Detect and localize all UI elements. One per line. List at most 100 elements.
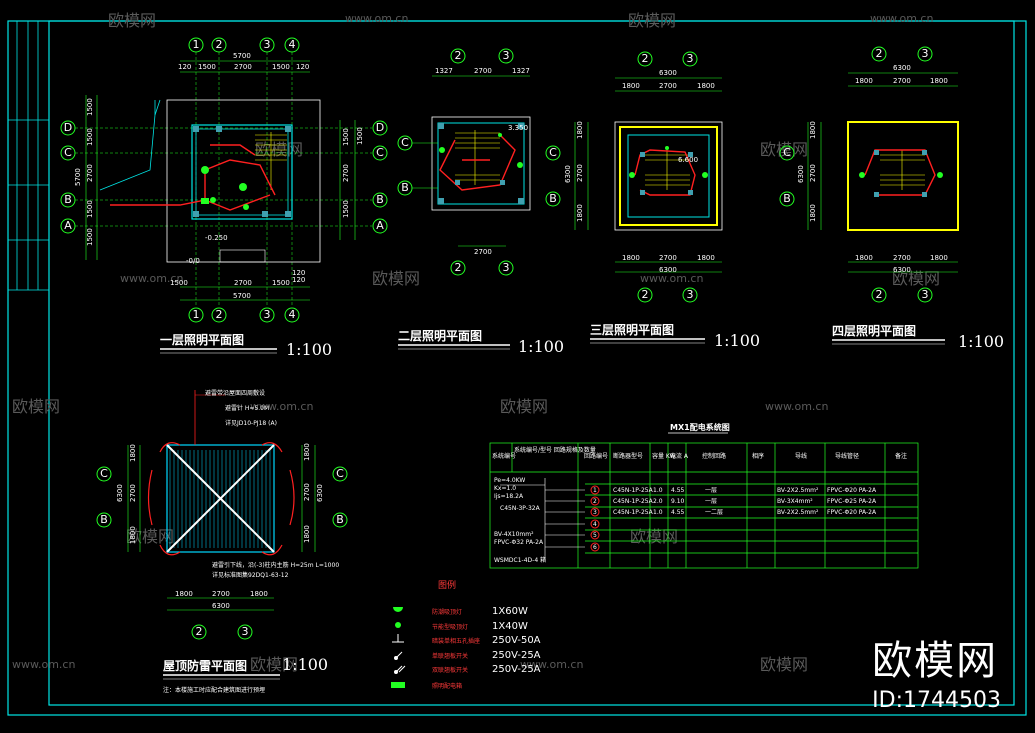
- watermark-url: www.om.cn: [520, 658, 583, 671]
- dim: 1500: [170, 279, 188, 287]
- plan-2-axes-top: 2 3: [450, 48, 514, 64]
- system-label: Ijs=18.2A: [494, 493, 524, 500]
- dim-total: 6300: [659, 69, 677, 77]
- plan-caption: 三层照明平面图: [590, 322, 674, 337]
- dim: 1800: [930, 77, 948, 85]
- row-no: 6: [593, 544, 597, 551]
- watermark-brand: 欧模网: [372, 269, 420, 288]
- dim: 2700: [86, 164, 94, 182]
- plan-caption: 二层照明平面图: [398, 328, 482, 343]
- row-no: 5: [593, 532, 597, 539]
- watermark-brand: 欧模网: [126, 527, 174, 546]
- corner-brand: 欧模网 ID:1744503: [872, 628, 1001, 713]
- ceiling-lamp-icon: [393, 607, 403, 612]
- inner-frame: [48, 20, 1015, 706]
- legend-item: 防潮吸顶灯 1X60W: [393, 606, 528, 617]
- system-label: BV-4X10mm²: [494, 531, 534, 538]
- watermark-brand: 欧模网: [628, 11, 676, 30]
- distribution-box-icon: [391, 682, 405, 688]
- dim-total: 6300: [212, 602, 230, 610]
- dim: 120: [296, 63, 309, 71]
- dim-total: 5700: [74, 168, 82, 186]
- svg-text:250V-50A: 250V-50A: [492, 635, 541, 646]
- axis-label: C: [783, 146, 791, 159]
- plan-3-axes-top: 2 3: [637, 51, 698, 67]
- system-title: MX1配电系统图: [670, 422, 730, 432]
- plan-note: -0/0: [186, 257, 200, 265]
- plan-scale: 1:100: [286, 340, 332, 359]
- plan-4-axes-bottom: 2 3: [871, 287, 933, 303]
- legend-item: 双联翘板开关 250V-25A: [394, 664, 541, 675]
- system-label: C45N-3P-32A: [500, 505, 541, 512]
- plan-scale: 1:100: [518, 337, 564, 356]
- watermark-brand: 欧模网: [892, 269, 940, 288]
- axis-label: D: [376, 121, 384, 134]
- dim: 2700: [659, 254, 677, 262]
- axis-label: 3: [687, 52, 694, 65]
- axis-label: 2: [876, 47, 883, 60]
- dim: 1800: [930, 254, 948, 262]
- row-pipe: FPVC-Φ25 PA-2A: [827, 498, 877, 505]
- axis-label: C: [376, 146, 384, 159]
- dim-total: 6300: [797, 165, 805, 183]
- dim: 1500: [342, 200, 350, 218]
- axis-label: 4: [289, 308, 296, 321]
- svg-text:250V-25A: 250V-25A: [492, 664, 541, 675]
- plan-scale: 1:100: [282, 655, 328, 674]
- system-label: Pe=4.0KW: [494, 477, 525, 484]
- watermark-url: www.om.cn: [12, 658, 75, 671]
- corner-brand-name: 欧模网: [872, 638, 999, 684]
- row-wire: BV-2X2.5mm²: [777, 487, 819, 494]
- dim: 2700: [809, 164, 817, 182]
- dim-total: 6300: [116, 484, 124, 502]
- table-row: 2 C45N-1P-25A 2.0 9.10 一层 BV-3X4mm² FPVC…: [590, 496, 877, 506]
- svg-text:防潮吸顶灯: 防潮吸顶灯: [432, 608, 462, 616]
- axis-label: C: [64, 146, 72, 159]
- row-ctrl: 一二层: [705, 509, 723, 516]
- row-kw: 1.0: [653, 487, 663, 494]
- dim: 2700: [474, 248, 492, 256]
- svg-text:节能型吸顶灯: 节能型吸顶灯: [432, 623, 468, 631]
- dim: 1800: [622, 82, 640, 90]
- plan-1-axes-right: D C B A: [372, 120, 388, 234]
- dim: 1500: [86, 228, 94, 246]
- watermark-url: www.om.cn: [640, 272, 703, 285]
- dim: 1500: [342, 128, 350, 146]
- row-a: 4.55: [671, 487, 685, 494]
- axis-label: 3: [687, 288, 694, 301]
- watermark-url: www.om.cn: [765, 400, 828, 413]
- dim: 120: [292, 269, 305, 277]
- plan-3-axes-bottom: 2 3: [637, 287, 698, 303]
- axis-label: 2: [196, 625, 203, 638]
- table-row: 3 C45N-1P-25A 1.0 4.55 一二层 BV-2X2.5mm² F…: [590, 507, 877, 517]
- row-no: 1: [593, 487, 597, 494]
- dim: 1800: [129, 444, 137, 462]
- dim: 1500: [272, 63, 290, 71]
- dim: 1800: [809, 121, 817, 139]
- row-kw: 1.0: [653, 509, 663, 516]
- axis-label: B: [376, 193, 384, 206]
- roof-callout: 避雷带沿屋面四周敷设: [205, 389, 265, 397]
- dim: 2700: [303, 483, 311, 501]
- axis-label: 2: [455, 49, 462, 62]
- table-header: 回路编号: [584, 452, 608, 460]
- axis-label: 3: [242, 625, 249, 638]
- roof-note: 详见标准图集92DQ1-63-12: [212, 571, 289, 579]
- axis-label: D: [64, 121, 72, 134]
- legend-item: 单联翘板开关 250V-25A: [394, 650, 541, 661]
- dim: 1500: [198, 63, 216, 71]
- axis-label: 3: [264, 38, 271, 51]
- dim: 2700: [234, 63, 252, 71]
- watermark-url: www.om.cn: [250, 400, 313, 413]
- row-ctrl: 一层: [705, 487, 717, 494]
- axis-label: 2: [642, 288, 649, 301]
- watermark-url: www.om.cn: [345, 12, 408, 25]
- table-row: 6: [590, 542, 600, 552]
- axis-label: 2: [216, 38, 223, 51]
- dim-total: 5700: [233, 52, 251, 60]
- table-row: 1 C45N-1P-25A 1.0 4.55 一层 BV-2X2.5mm² FP…: [590, 485, 877, 495]
- dim-total: 5700: [233, 292, 251, 300]
- table-header: 容量 KW: [652, 452, 676, 460]
- dim-total: 6300: [564, 165, 572, 183]
